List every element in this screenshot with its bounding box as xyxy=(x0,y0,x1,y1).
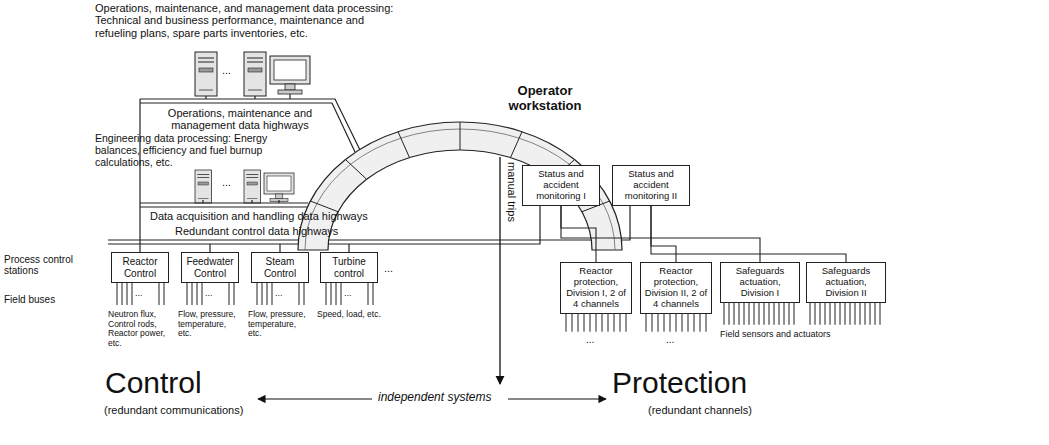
text-label: ... xyxy=(205,288,227,298)
box-label: Reactor protection, Division I, 2 of 4 c… xyxy=(563,266,629,310)
text-label: (redundant channels) xyxy=(648,404,808,416)
text-label: Flow, pressure, temperature, etc. xyxy=(248,310,312,339)
text-label: (redundant communications) xyxy=(104,404,294,416)
independence-arrow xyxy=(258,398,372,399)
text-label: ... xyxy=(344,288,366,298)
text-label: ... xyxy=(666,334,688,345)
text-label: Field sensors and actuators xyxy=(720,329,880,339)
text-label: Neutron flux, Control rods, Reactor powe… xyxy=(108,310,172,348)
text-label: Flow, pressure, temperature, etc. xyxy=(178,310,242,339)
process-box: Turbine control xyxy=(320,252,378,283)
process-box: Steam Control xyxy=(251,252,309,283)
box-label: Reactor Control xyxy=(114,256,166,279)
process-box: Feedwater Control xyxy=(181,252,239,283)
process-box: Reactor protection, Division II, 2 of 4 … xyxy=(640,262,712,314)
text-label: Operations, maintenance, and management … xyxy=(95,2,395,39)
box-label: Status and accident monitoring I xyxy=(525,169,597,202)
text-label: ... xyxy=(135,288,157,298)
box-label: Steam Control xyxy=(254,256,306,279)
text-label: Operator workstation xyxy=(480,84,610,113)
text-label: Control xyxy=(105,366,265,400)
text-label: Data acquisition and handling data highw… xyxy=(150,210,410,222)
process-box: Status and accident monitoring II xyxy=(612,165,690,206)
box-label: Status and accident monitoring II xyxy=(615,169,687,202)
process-box: Safeguards actuation, Division II xyxy=(806,262,886,303)
text-label: ... xyxy=(384,262,404,274)
connector xyxy=(561,206,596,262)
text-label: Field buses xyxy=(4,294,74,305)
text-label: ... xyxy=(275,288,297,298)
text-label: Speed, load, etc. xyxy=(317,310,381,320)
process-box: Reactor Control xyxy=(111,252,169,283)
independence-arrow xyxy=(508,398,606,399)
box-label: Safeguards actuation, Division I xyxy=(723,266,797,299)
text-label: Engineering data processing: Energy bala… xyxy=(95,133,285,168)
text-label: Protection xyxy=(612,366,812,400)
box-label: Reactor protection, Division II, 2 of 4 … xyxy=(643,266,709,310)
connector xyxy=(651,206,846,262)
text-label: Redundant control data highways xyxy=(175,225,435,237)
process-box: Status and accident monitoring I xyxy=(522,165,600,206)
text-label: ... xyxy=(222,64,242,76)
text-label: ... xyxy=(222,176,242,188)
text-label: ... xyxy=(586,334,608,345)
box-label: Feedwater Control xyxy=(184,256,236,279)
text-label: Process control stations xyxy=(4,254,74,276)
process-box: Reactor protection, Division I, 2 of 4 c… xyxy=(560,262,632,314)
operator-workstation-arc xyxy=(298,122,622,250)
box-label: Turbine control xyxy=(323,256,375,279)
text-label: Operations, maintenance and management d… xyxy=(150,107,330,132)
manual-trip-arrow xyxy=(499,157,500,384)
text-label: manual trips xyxy=(506,162,518,222)
process-box: Safeguards actuation, Division I xyxy=(720,262,800,303)
data-highways xyxy=(108,94,630,252)
box-label: Safeguards actuation, Division II xyxy=(809,266,883,299)
text-label: independent systems xyxy=(378,391,494,404)
